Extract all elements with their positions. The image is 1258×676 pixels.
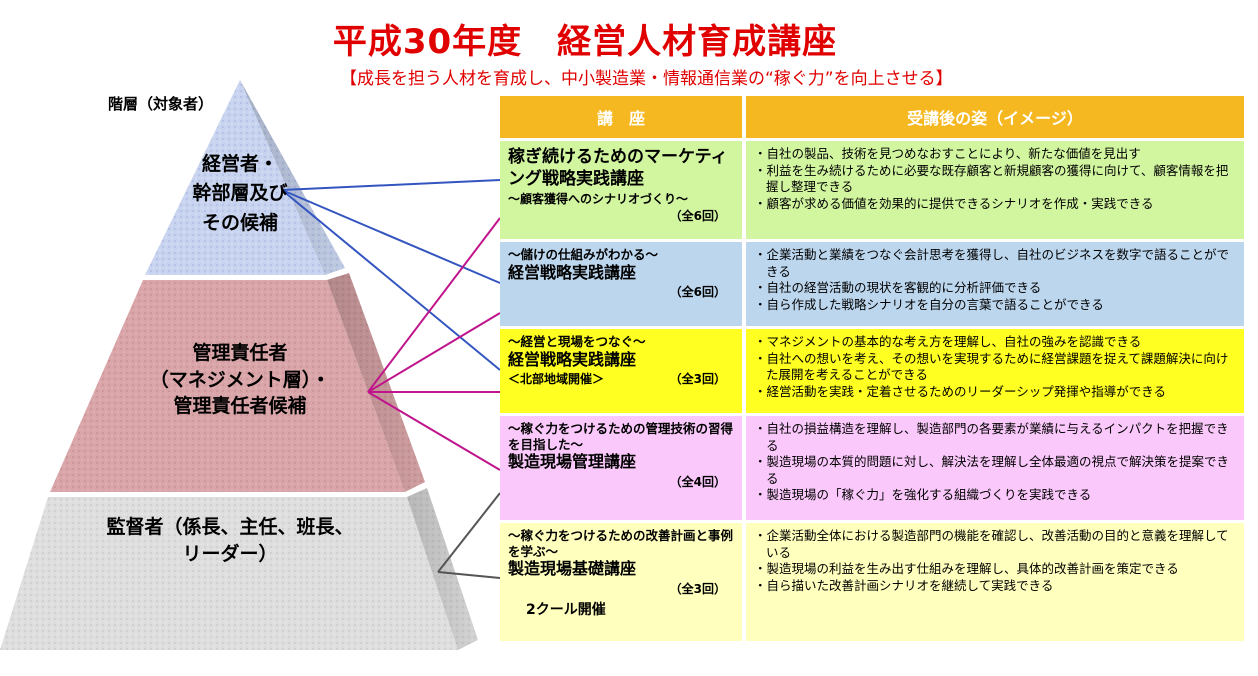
list-item: 製造現場の「稼ぐ力」を強化する組織づくりを実践できる [754,487,1236,504]
pyramid-tier-bottom [0,497,458,650]
image-cell: 企業活動と業績をつなぐ会計思考を獲得し、自社のビジネスを数字で語ることができる … [746,242,1244,326]
table-header-row: 講 座 受講後の姿（イメージ） [500,96,1244,138]
list-item: マネジメントの基本的な考え方を理解し、自社の強みを認識できる [754,334,1236,351]
list-item: 経営活動を実践・定着させるためのリーダーシップ発揮や指導ができる [754,384,1236,401]
course-count: （全4回） [669,475,726,490]
course-name: 製造現場基礎講座 [508,559,637,579]
course-pre: ～経営と現場をつなぐ～ [508,334,646,349]
course-pre: ～稼ぐ力をつけるための管理技術の習得を目指した～ [508,421,734,452]
connector-lines [281,179,501,579]
course-name: 製造現場管理講座 [508,452,637,472]
header-course: 講 座 [500,96,742,138]
course-pre: ～儲けの仕組みがわかる～ [508,247,659,262]
list-item: 企業活動全体における製造部門の機能を確認し、改善活動の目的と意義を理解している [754,528,1236,561]
connector-mgr-1 [367,217,501,393]
tier-label-supervisor: 監督者（係長、主任、班長、 リーダー） [106,516,354,565]
image-cell: マネジメントの基本的な考え方を理解し、自社の強みを認識できる 自社への想いを考え… [746,329,1244,413]
page-subtitle: 【成長を担う人材を育成し、中小製造業・情報通信業の“稼ぐ力”を向上させる】 [340,69,953,89]
course-cell: ～儲けの仕組みがわかる～ 経営戦略実践講座 （全6回） [500,242,742,326]
header-image: 受講後の姿（イメージ） [746,96,1244,138]
image-cell: 自社の損益構造を理解し、製造部門の各要素が業績に与えるインパクトを把握できる 製… [746,416,1244,520]
course-count: （全3回） [669,372,726,387]
table-row: ～稼ぐ力をつけるための管理技術の習得を目指した～ 製造現場管理講座 （全4回） … [500,416,1244,520]
table-row: ～儲けの仕組みがわかる～ 経営戦略実践講座 （全6回） 企業活動と業績をつなぐ会… [500,242,1244,326]
table-row: ～経営と現場をつなぐ～ 経営戦略実践講座 ＜北部地域開催＞ （全3回） マネジメ… [500,329,1244,413]
connector-sup-1 [437,492,501,573]
connector-exec-1 [281,179,501,191]
course-note: 2クール開催 [526,602,606,619]
tier-label-executive: 経営者・ 幹部層及び その候補 [192,153,288,234]
course-cell: ～稼ぐ力をつけるための管理技術の習得を目指した～ 製造現場管理講座 （全4回） [500,416,742,520]
connector-exec-3 [281,189,501,371]
tier-label-manager: 管理責任者 （マネジメント層）・ 管理責任者候補 [149,342,331,418]
pyramid-tier-top [145,80,325,275]
connector-sup-2 [437,571,501,579]
list-item: 自社の製品、技術を見つめなおすことにより、新たな価値を見出す [754,146,1236,163]
page-title: 平成30年度 経営人材育成講座 [332,22,838,62]
list-item: 自ら描いた改善計画シナリオを継続して実践できる [754,578,1236,595]
list-item: 自ら作成した戦略シナリオを自分の言葉で語ることができる [754,297,1236,314]
pyramid-tier-middle [50,280,405,492]
list-item: 自社の経営活動の現状を客観的に分析評価できる [754,280,1236,297]
course-name: 経営戦略実践講座 [508,349,637,369]
list-item: 自社の損益構造を理解し、製造部門の各要素が業績に与えるインパクトを把握できる [754,421,1236,454]
table-row: ～稼ぐ力をつけるための改善計画と事例を学ぶ～ 製造現場基礎講座 （全3回） 2ク… [500,523,1244,641]
list-item: 顧客が求める価値を効果的に提供できるシナリオを作成・実践できる [754,196,1236,213]
course-name: 稼ぎ続けるためのマーケティング戦略実践講座 [508,147,728,190]
course-cell: ～稼ぐ力をつけるための改善計画と事例を学ぶ～ 製造現場基礎講座 （全3回） 2ク… [500,523,742,641]
list-item: 製造現場の利益を生み出す仕組みを理解し、具体的改善計画を策定できる [754,561,1236,578]
course-count: （全6回） [669,285,726,300]
connector-mgr-4 [367,391,501,471]
image-cell: 企業活動全体における製造部門の機能を確認し、改善活動の目的と意義を理解している … [746,523,1244,641]
course-sub: ＜北部地域開催＞ [508,372,605,387]
course-count: （全3回） [669,582,726,597]
course-name: 経営戦略実践講座 [508,262,637,282]
course-pre: ～稼ぐ力をつけるための改善計画と事例を学ぶ～ [508,528,734,559]
list-item: 企業活動と業績をつなぐ会計思考を獲得し、自社のビジネスを数字で語ることができる [754,247,1236,280]
course-count: （全6回） [669,209,726,224]
list-item: 製造現場の本質的問題に対し、解決法を理解し全体最適の視点で解決策を提案できる [754,454,1236,487]
list-item: 自社への想いを考え、その想いを実現するために経営課題を捉えて課題解決に向けた展開… [754,351,1236,384]
list-item: 利益を生み続けるために必要な既存顧客と新規顧客の獲得に向けて、顧客情報を把握し整… [754,163,1236,196]
image-cell: 自社の製品、技術を見つめなおすことにより、新たな価値を見出す 利益を生み続けるた… [746,141,1244,239]
course-sub: ～顧客獲得へのシナリオづくり～ [508,192,689,207]
course-cell: ～経営と現場をつなぐ～ 経営戦略実践講座 ＜北部地域開催＞ （全3回） [500,329,742,413]
connector-mgr-2 [367,312,501,393]
pyramid-header: 階層（対象者） [108,95,214,113]
course-cell: 稼ぎ続けるためのマーケティング戦略実践講座 ～顧客獲得へのシナリオづくり～ （全… [500,141,742,239]
table-row: 稼ぎ続けるためのマーケティング戦略実践講座 ～顧客獲得へのシナリオづくり～ （全… [500,141,1244,239]
